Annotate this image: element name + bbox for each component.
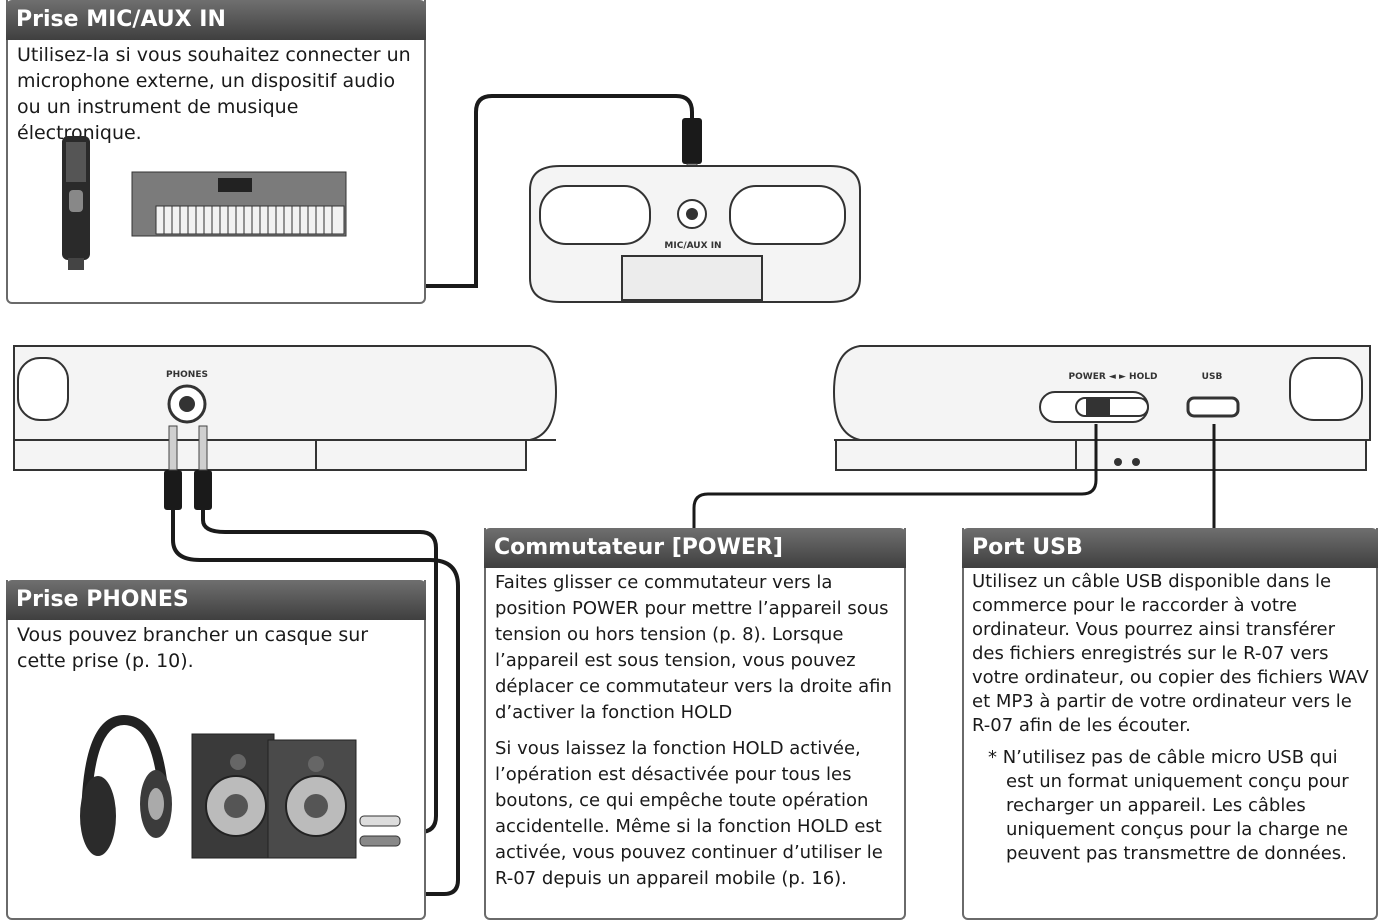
recorder-device-icon-right: POWER ◄ ► HOLD USB — [832, 345, 1371, 471]
usb-port-icon — [1186, 396, 1240, 418]
speaker-icon — [191, 733, 357, 859]
usb-description: Utilisez un câble USB disponible dans le… — [972, 571, 1369, 736]
recorder-device-icon-left: PHONES — [13, 345, 558, 471]
power-title: Commutateur [POWER] — [484, 528, 906, 568]
mic-aux-panel: Prise MIC/AUX IN Utilisez-la si vous sou… — [6, 0, 426, 304]
mic-aux-cable — [72, 94, 694, 288]
usb-note: * N’utilisez pas de câble micro USB qui … — [988, 747, 1349, 864]
usb-label: USB — [1202, 372, 1223, 382]
power-hold-description: Si vous laissez la fonction HOLD activée… — [495, 738, 883, 889]
power-hold-label: POWER ◄ ► HOLD — [1069, 372, 1158, 382]
mic-aux-description: Utilisez-la si vous souhaitez connecter … — [17, 44, 411, 144]
mic-aux-plug-icon — [682, 118, 702, 164]
headphones-icon — [80, 714, 172, 856]
rca-plugs-icon — [359, 815, 401, 847]
phones-label: PHONES — [166, 370, 208, 380]
keyboard-synth-icon — [131, 171, 347, 237]
mic-aux-illustrations — [62, 136, 347, 270]
usb-panel: Port USB Utilisez un câble USB disponibl… — [962, 528, 1378, 920]
phones-description: Vous pouvez brancher un casque sur cette… — [17, 624, 369, 672]
phones-title: Prise PHONES — [6, 580, 426, 620]
usb-title: Port USB — [962, 528, 1378, 568]
power-panel: Commutateur [POWER] Faites glisser ce co… — [484, 528, 906, 920]
power-leader-line — [692, 424, 1098, 530]
phones-illustrations — [80, 714, 401, 859]
phones-cable-speakers — [201, 510, 438, 834]
microphone-icon — [62, 136, 90, 270]
phones-panel: Prise PHONES Vous pouvez brancher un cas… — [6, 580, 426, 920]
power-description: Faites glisser ce commutateur vers la po… — [495, 572, 892, 723]
phones-plug-icon — [164, 470, 182, 510]
recorder-device-icon-top: MIC/AUX IN — [529, 165, 861, 303]
mic-aux-label: MIC/AUX IN — [664, 241, 721, 251]
mic-aux-title: Prise MIC/AUX IN — [6, 0, 426, 40]
